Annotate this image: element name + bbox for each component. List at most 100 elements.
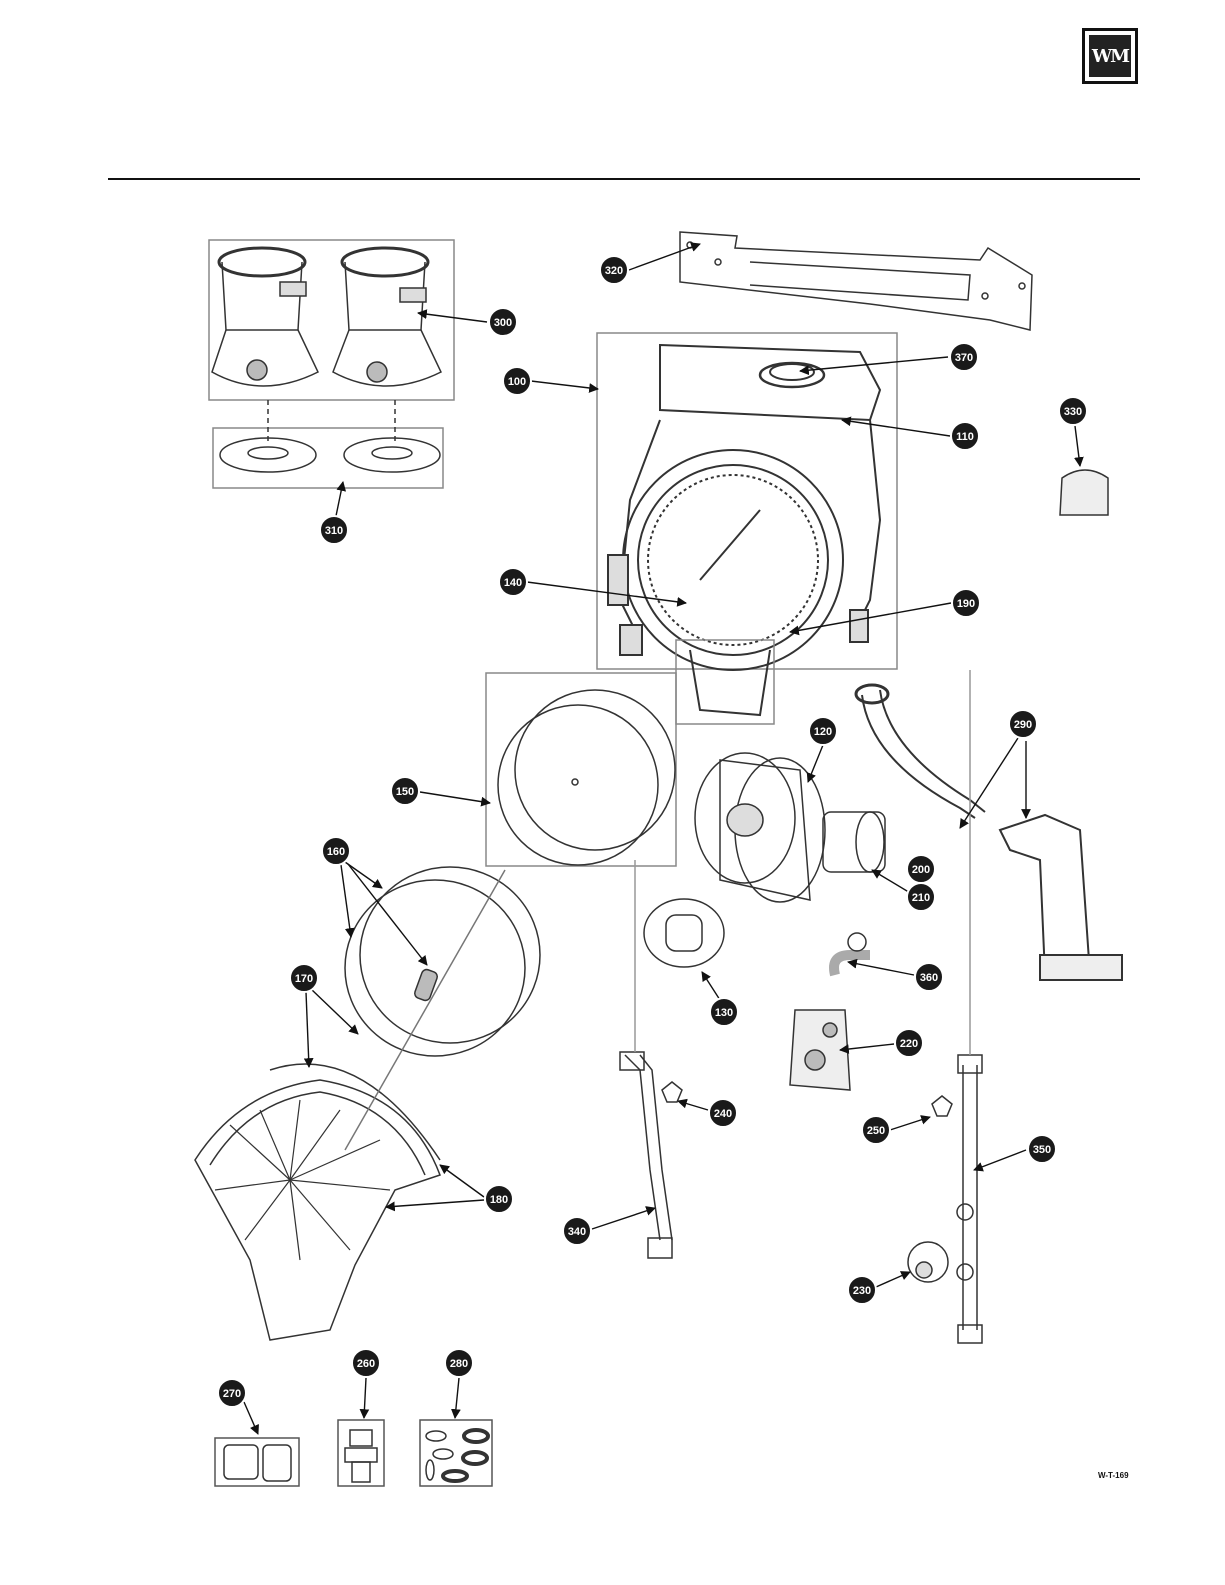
leader-100	[531, 381, 598, 389]
callout-230: 230	[848, 1276, 876, 1304]
blower-assembly	[695, 753, 825, 902]
callout-360: 360	[915, 963, 943, 991]
callout-330: 330	[1059, 397, 1087, 425]
kit-270	[215, 1438, 299, 1486]
svg-text:230: 230	[853, 1285, 871, 1297]
callout-160: 160	[322, 837, 350, 865]
callout-130: 130	[710, 998, 738, 1026]
kit-280	[420, 1420, 492, 1486]
leader-280	[455, 1378, 459, 1418]
leader-320	[629, 244, 700, 270]
svg-text:260: 260	[357, 1358, 375, 1370]
callout-250: 250	[862, 1116, 890, 1144]
callout-100: 100	[503, 367, 531, 395]
svg-text:340: 340	[568, 1226, 586, 1238]
svg-text:210: 210	[912, 892, 930, 904]
gasket-left	[220, 438, 316, 472]
vent-adapter-right	[333, 248, 441, 386]
temperature-sensor	[908, 1242, 948, 1282]
callout-370: 370	[950, 343, 978, 371]
svg-text:270: 270	[223, 1388, 241, 1400]
heat-exchanger	[608, 345, 880, 715]
svg-text:310: 310	[325, 525, 343, 537]
supply-pipe-340	[620, 860, 672, 1258]
svg-text:130: 130	[715, 1007, 733, 1019]
callout-350: 350	[1028, 1135, 1056, 1163]
supply-pipe-350	[957, 670, 982, 1343]
burner	[345, 867, 540, 1056]
svg-text:100: 100	[508, 376, 526, 388]
leader-170a	[306, 992, 309, 1067]
leader-170b	[311, 989, 358, 1034]
svg-text:360: 360	[920, 972, 938, 984]
svg-text:220: 220	[900, 1038, 918, 1050]
leader-140	[527, 582, 686, 603]
callout-120: 120	[809, 717, 837, 745]
leader-120	[808, 745, 823, 782]
leader-220	[840, 1044, 894, 1050]
venturi	[823, 812, 885, 872]
leader-250	[890, 1117, 930, 1130]
svg-text:140: 140	[504, 577, 522, 589]
callout-270: 270	[218, 1379, 246, 1407]
leader-360	[848, 962, 914, 975]
callout-340: 340	[563, 1217, 591, 1245]
vent-adapter-group	[209, 240, 454, 488]
callout-320: 320	[600, 256, 628, 284]
leader-150	[420, 792, 490, 803]
kit-260	[338, 1420, 384, 1486]
vent-adapter-left	[212, 248, 318, 386]
callout-300: 300	[489, 308, 517, 336]
callout-280: 280	[445, 1349, 473, 1377]
callout-260: 260	[352, 1349, 380, 1377]
svg-text:180: 180	[490, 1194, 508, 1206]
return-pipe	[856, 685, 1122, 980]
leader-330	[1075, 426, 1080, 466]
svg-text:120: 120	[814, 726, 832, 738]
callout-140: 140	[499, 568, 527, 596]
callout-240: 240	[709, 1099, 737, 1127]
callout-110: 110	[951, 422, 979, 450]
leader-180a	[440, 1165, 484, 1197]
svg-text:170: 170	[295, 973, 313, 985]
callout-150: 150	[391, 777, 419, 805]
svg-text:200: 200	[912, 864, 930, 876]
callout-170: 170	[290, 964, 318, 992]
leader-350	[974, 1150, 1026, 1170]
svg-text:250: 250	[867, 1125, 885, 1137]
svg-text:330: 330	[1064, 406, 1082, 418]
callout-180: 180	[485, 1185, 513, 1213]
burner-gasket	[644, 899, 724, 967]
leader-270	[244, 1402, 258, 1434]
svg-text:160: 160	[327, 846, 345, 858]
leader-230	[876, 1272, 910, 1287]
gas-elbow	[834, 933, 870, 975]
leader-290a	[960, 738, 1018, 828]
leader-370	[800, 357, 948, 371]
callout-290: 290	[1009, 710, 1037, 738]
clip-240	[662, 1082, 682, 1102]
svg-text:300: 300	[494, 317, 512, 329]
svg-text:320: 320	[605, 265, 623, 277]
svg-text:350: 350	[1033, 1144, 1051, 1156]
svg-text:110: 110	[956, 431, 974, 443]
mounting-bracket	[680, 232, 1032, 330]
callout-200: 200	[907, 855, 935, 883]
drawing-code: W-T-169	[1098, 1471, 1129, 1480]
leader-240	[678, 1101, 708, 1110]
callout-220: 220	[895, 1029, 923, 1057]
svg-text:150: 150	[396, 786, 414, 798]
leader-260	[364, 1378, 366, 1418]
svg-text:240: 240	[714, 1108, 732, 1120]
callout-210: 210	[907, 883, 935, 911]
callout-190: 190	[952, 589, 980, 617]
leader-340	[592, 1208, 655, 1229]
svg-text:190: 190	[957, 598, 975, 610]
combustion-cover	[498, 690, 675, 865]
leader-180b	[386, 1200, 484, 1207]
gasket-right	[344, 438, 440, 472]
leader-130	[702, 972, 720, 1000]
svg-text:290: 290	[1014, 719, 1032, 731]
leader-300	[418, 313, 487, 322]
